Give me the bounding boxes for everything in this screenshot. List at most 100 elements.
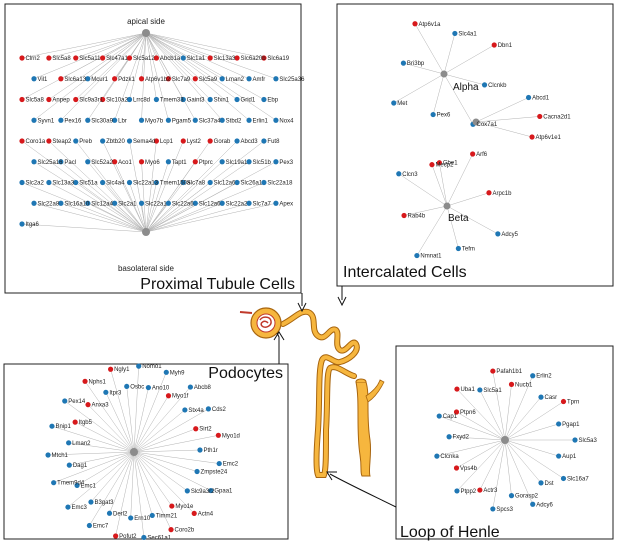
network-edge [133, 451, 153, 516]
network-edge [414, 23, 445, 75]
network-edge [87, 203, 147, 233]
gene-label: Zbtb20 [106, 139, 125, 145]
gene-label: Coro1a [26, 139, 46, 145]
network-edge [33, 32, 147, 79]
gene-node [58, 200, 64, 206]
network-edge [145, 182, 238, 233]
gene-label: Cds2 [212, 407, 227, 413]
alpha-hub [440, 70, 448, 78]
podocytes-panel-frame [3, 363, 289, 540]
gene-node [141, 534, 147, 541]
gene-label: Pacl [64, 160, 76, 166]
network-edge [133, 451, 211, 491]
gene-label: Slc22a6 [172, 201, 194, 207]
gene-node [124, 383, 130, 390]
gene-node [49, 423, 55, 429]
gene-label: Myo1d [222, 433, 240, 439]
gene-label: Lyst2 [187, 139, 202, 145]
network-edge [126, 386, 135, 453]
gene-label: Ptpn6 [460, 410, 476, 416]
gene-label: Itgb5 [79, 420, 93, 426]
network-edge [145, 182, 265, 233]
gene-label: Coro2b [175, 528, 195, 534]
gene-label: Tmem9d4 [57, 481, 85, 487]
henle-hub [501, 436, 509, 444]
network-edge [89, 451, 135, 526]
gene-node [180, 138, 186, 144]
network-edge [443, 44, 495, 75]
network-edge [504, 439, 559, 457]
gene-node [490, 506, 496, 512]
network-edge [133, 451, 145, 538]
gene-label: Myo1e [175, 504, 194, 510]
gene-label: Slc13a3 [214, 56, 236, 62]
gene-label: Clcn3 [402, 172, 418, 178]
gene-node [31, 117, 37, 123]
network-edge [141, 32, 147, 121]
gene-node [126, 96, 133, 103]
gene-label: Slc6a19 [267, 56, 289, 62]
gene-label: Ngly1 [114, 367, 130, 373]
gene-node [65, 504, 71, 510]
gene-node [46, 138, 52, 144]
gene-label: Tprn [567, 400, 579, 406]
gene-node [180, 55, 186, 61]
henle-panel-frame [395, 345, 614, 540]
network-edge [105, 392, 135, 453]
gene-label: Slc7a7 [253, 201, 272, 207]
network-edge [67, 451, 135, 508]
gene-label: Gpaa1 [214, 489, 233, 495]
network-edge [504, 439, 533, 505]
network-edge [504, 375, 533, 441]
network-edge [475, 116, 540, 123]
gene-node [168, 527, 174, 533]
gene-label: Lman2 [72, 441, 91, 447]
gene-node [490, 368, 496, 374]
network-edge [53, 451, 135, 483]
network-edge [456, 439, 506, 492]
gene-node [45, 452, 51, 458]
gene-node [31, 76, 37, 82]
gene-label: Slc25a36 [279, 77, 305, 83]
gene-label: Spcs3 [496, 507, 513, 513]
gene-node [208, 487, 214, 494]
gene-label: Stx4a [188, 408, 204, 414]
network-edge [504, 439, 564, 479]
gene-node [495, 231, 501, 237]
gene-label: Slc52a2 [91, 160, 113, 166]
network-edge [145, 32, 238, 100]
gene-node [85, 76, 91, 82]
gene-node [138, 117, 145, 123]
network-edge [443, 73, 474, 125]
intercalated-panel-frame [336, 3, 614, 287]
gene-label: Ebp [267, 98, 278, 104]
gene-node [19, 221, 25, 227]
gene-label: Gorab [214, 139, 231, 145]
network-edge [21, 140, 147, 233]
gene-label: Abcb1a [160, 56, 181, 62]
gene-node [19, 138, 25, 144]
network-edge [456, 388, 506, 441]
gene-label: Sema4d [133, 139, 155, 145]
intercalated-title: Intercalated Cells [343, 264, 467, 281]
gene-label: Itga6 [26, 222, 40, 228]
gene-node [234, 96, 240, 103]
network-edge [21, 182, 147, 233]
gene-label: Zmpste24 [201, 470, 228, 476]
network-edge [133, 408, 209, 453]
gene-node [273, 117, 279, 123]
network-edge [129, 32, 147, 100]
network-edge [145, 203, 276, 233]
network-edge [145, 161, 169, 233]
gene-node [85, 402, 91, 408]
network-edge [398, 173, 448, 207]
gene-node [508, 493, 515, 499]
gene-node [128, 515, 134, 521]
gene-label: Fut8 [267, 139, 280, 145]
network-edge [439, 162, 448, 207]
gene-node [100, 179, 106, 186]
gene-label: Aup1 [562, 454, 577, 460]
gene-node [153, 55, 159, 61]
gene-node [436, 160, 442, 166]
